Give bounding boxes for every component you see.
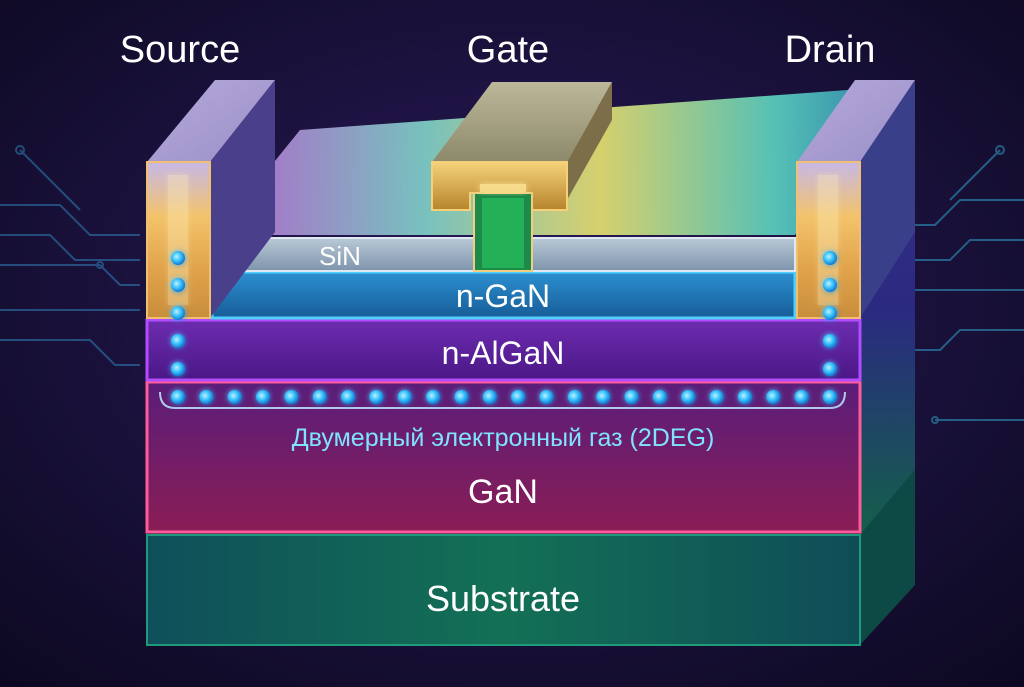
electron-2deg (397, 390, 412, 404)
substrate-layer (146, 534, 861, 646)
electron-2deg (227, 390, 242, 404)
electron-drain-column (823, 306, 837, 320)
electron-source-column (171, 362, 185, 376)
electron-2deg (199, 390, 214, 404)
electron-source-column (171, 278, 185, 292)
electron-source-column (171, 251, 185, 265)
electron-drain-column (823, 278, 837, 292)
electron-2deg (256, 390, 271, 404)
electron-2deg (482, 390, 497, 404)
drain-label: Drain (785, 29, 876, 71)
sin-layer-right (531, 237, 796, 272)
nalgan-label: n-AlGaN (442, 335, 565, 371)
electron-2deg (511, 390, 526, 404)
electron-2deg (312, 390, 327, 404)
source-contact (146, 80, 275, 319)
electron-2deg (426, 390, 441, 404)
substrate-label: Substrate (426, 578, 580, 619)
electron-source-column (171, 334, 185, 348)
ngan-label: n-GaN (456, 278, 550, 314)
circuit-traces-right (915, 145, 1024, 424)
source-label: Source (120, 29, 240, 71)
electron-2deg (823, 390, 837, 404)
electron-2deg (794, 390, 809, 404)
electron-drain-column (823, 362, 837, 376)
electron-2deg (596, 390, 611, 404)
electron-2deg (539, 390, 554, 404)
electron-2deg (171, 390, 185, 404)
twodeg-bracket (159, 391, 846, 409)
electron-drain-column (823, 251, 837, 265)
electron-2deg (567, 390, 582, 404)
electron-2deg (369, 390, 384, 404)
electron-2deg (454, 390, 469, 404)
electron-2deg (737, 390, 752, 404)
gate-label: Gate (467, 29, 549, 71)
gate-contact (431, 82, 612, 272)
electron-2deg (709, 390, 724, 404)
electron-2deg (681, 390, 696, 404)
electron-source-column (171, 306, 185, 320)
electron-2deg (284, 390, 299, 404)
electron-drain-column (823, 334, 837, 348)
circuit-traces-left (0, 145, 140, 366)
substrate-right-side (860, 470, 915, 645)
electron-2deg (766, 390, 781, 404)
sin-label: SiN (319, 241, 361, 271)
nalgan-layer (145, 318, 862, 382)
electron-group (171, 251, 837, 404)
gan-label: GaN (468, 473, 538, 511)
electron-2deg (652, 390, 667, 404)
ngan-layer (210, 270, 797, 320)
electron-2deg (341, 390, 356, 404)
electron-2deg (624, 390, 639, 404)
twodeg-label: Двумерный электронный газ (2DEG) (292, 424, 715, 452)
